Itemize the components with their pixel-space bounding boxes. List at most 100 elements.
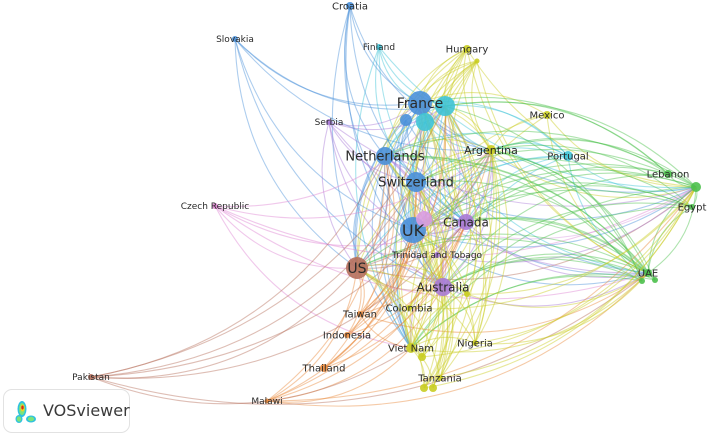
node-tanzania[interactable] (437, 375, 443, 381)
node-france_c1[interactable] (435, 96, 455, 116)
node-label-us[interactable]: US (347, 261, 366, 277)
node-us[interactable] (346, 257, 368, 279)
node-argentina[interactable] (486, 145, 496, 155)
node-label-pakistan[interactable]: Pakistan (72, 373, 110, 383)
node-aus2[interactable] (464, 291, 470, 297)
node-trinidad[interactable] (434, 252, 440, 258)
node-uk_pink[interactable] (416, 211, 432, 227)
node-uae[interactable] (644, 269, 652, 277)
node-canada[interactable] (458, 214, 474, 230)
link (323, 105, 446, 369)
link (399, 60, 478, 349)
node-label-nigeria[interactable]: Nigeria (457, 339, 493, 350)
link (410, 336, 476, 349)
node-croatia[interactable] (346, 2, 354, 10)
node-france[interactable] (408, 91, 432, 115)
node-label-canada[interactable]: Canada (443, 215, 489, 229)
node-label-indonesia[interactable]: Indonesia (323, 331, 371, 342)
node-label-hungary[interactable]: Hungary (446, 45, 489, 56)
node-serbia[interactable] (326, 119, 332, 125)
node-australia[interactable] (434, 278, 452, 296)
link (411, 121, 444, 288)
node-czech[interactable] (212, 203, 218, 209)
node-label-taiwan[interactable]: Taiwan (342, 310, 377, 321)
node-vietnam[interactable] (406, 343, 416, 353)
link (394, 105, 446, 349)
node-label-colombia[interactable]: Colombia (386, 304, 433, 315)
link (384, 48, 468, 157)
node-label-netherlands[interactable]: Netherlands (345, 150, 424, 165)
link (356, 149, 492, 269)
node-portugal[interactable] (563, 151, 573, 161)
link (423, 149, 498, 389)
link (214, 205, 649, 300)
node-label-australia[interactable]: Australia (416, 280, 469, 294)
link (415, 181, 442, 358)
link (411, 60, 478, 231)
node-label-vietnam[interactable]: Viet Nam (388, 344, 434, 355)
node-label-trinidad[interactable]: Trinidad and Tobago (391, 251, 483, 261)
node-label-malawi[interactable]: Malawi (251, 397, 282, 407)
node-label-slovakia[interactable]: Slovakia (216, 35, 254, 45)
node-label-serbia[interactable]: Serbia (315, 118, 344, 128)
node-finland[interactable] (376, 44, 382, 50)
node-france_c2[interactable] (416, 113, 434, 131)
node-label-tanzania[interactable]: Tanzania (417, 374, 462, 385)
node-lebanon[interactable] (664, 170, 672, 178)
link (490, 149, 649, 274)
link (266, 155, 386, 402)
node-label-uae[interactable]: UAE (638, 269, 658, 280)
link (384, 155, 643, 282)
node-colombia[interactable] (406, 305, 412, 311)
node-green_hub[interactable] (691, 182, 701, 192)
node-label-argentina[interactable]: Argentina (464, 144, 518, 157)
link (396, 229, 414, 349)
node-label-thailand[interactable]: Thailand (302, 364, 346, 375)
node-label-finland[interactable]: Finland (363, 43, 395, 53)
link (266, 229, 414, 402)
link (490, 149, 697, 198)
node-vietnam2[interactable] (418, 353, 426, 361)
node-uae2[interactable] (652, 277, 658, 283)
node-malawi[interactable] (264, 398, 270, 404)
link (214, 205, 358, 269)
node-uae3[interactable] (639, 278, 645, 284)
node-pakistan[interactable] (88, 374, 94, 380)
node-hungary[interactable] (463, 45, 471, 53)
node-taiwan[interactable] (357, 311, 363, 317)
node-label-portugal[interactable]: Portugal (547, 152, 588, 163)
link (438, 105, 467, 223)
node-france_b2[interactable] (400, 114, 412, 126)
node-label-czech[interactable]: Czech Republic (181, 202, 250, 212)
node-label-egypt[interactable]: Egypt (678, 203, 707, 214)
link (384, 102, 421, 349)
link (214, 186, 697, 258)
node-label-uk[interactable]: UK (402, 221, 425, 240)
node-switzerland[interactable] (406, 172, 426, 192)
link (392, 181, 417, 349)
node-label-france[interactable]: France (397, 96, 444, 112)
node-tanz2[interactable] (420, 384, 428, 392)
link (266, 347, 412, 403)
node-nigeria[interactable] (472, 340, 478, 346)
node-tanz3[interactable] (429, 384, 437, 392)
node-label-mexico[interactable]: Mexico (530, 111, 565, 122)
node-mexico[interactable] (543, 111, 551, 119)
link (352, 155, 386, 269)
link (444, 105, 643, 282)
node-indonesia[interactable] (344, 332, 350, 338)
link (356, 233, 649, 274)
node-label-lebanon[interactable]: Lebanon (647, 170, 690, 181)
link (328, 121, 444, 288)
node-thailand[interactable] (320, 364, 328, 372)
node-hungary2[interactable] (474, 58, 480, 64)
link (412, 229, 449, 379)
node-label-croatia[interactable]: Croatia (332, 2, 368, 13)
node-netherlands[interactable] (376, 147, 394, 165)
node-egypt[interactable] (689, 204, 695, 210)
link (356, 267, 441, 379)
link (323, 155, 391, 369)
node-label-switzerland[interactable]: Switzerland (378, 176, 454, 191)
node-slovakia[interactable] (232, 36, 238, 42)
